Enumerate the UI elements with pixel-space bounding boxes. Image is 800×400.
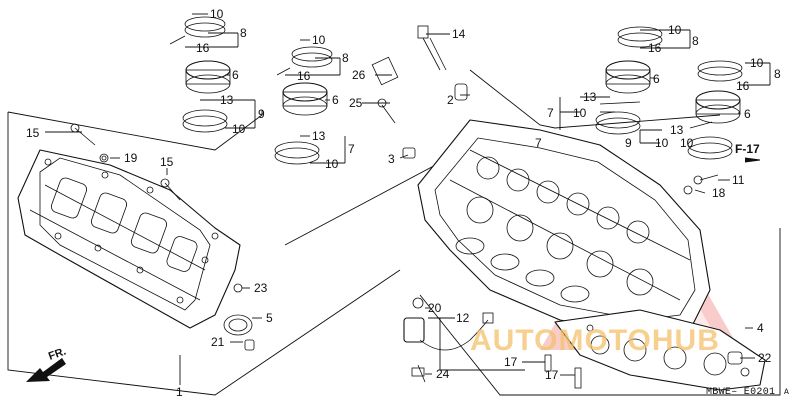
callout-16: 16 [736, 79, 750, 93]
callout-7: 7 [547, 106, 554, 120]
insulator-set-top-mid [274, 46, 333, 165]
callout-24: 24 [436, 367, 450, 381]
cylinder-head-left [17, 149, 241, 329]
callout-8: 8 [774, 67, 781, 81]
callout-21: 21 [211, 335, 225, 349]
callout-4: 4 [757, 321, 764, 335]
callout-7: 7 [535, 136, 542, 150]
callout-6: 6 [653, 72, 660, 86]
callout-17: 17 [545, 368, 559, 382]
diagram-code-suffix: A [784, 388, 789, 397]
figure-ref-f17: F-17 [735, 142, 760, 156]
watermark-text: AUTOMOTOHUB [470, 324, 720, 357]
callout-9: 9 [625, 136, 632, 150]
callout-9: 9 [258, 107, 265, 121]
head-gasket [554, 309, 766, 391]
group-outline-left-top [7, 110, 263, 151]
callout-10: 10 [325, 157, 339, 171]
callout-10: 10 [573, 106, 587, 120]
callout-numbers: 10 8 16 6 13 9 10 10 8 16 6 13 7 10 14 2… [26, 7, 781, 399]
callout-8: 8 [342, 51, 349, 65]
callout-16: 16 [648, 41, 662, 55]
callout-10: 10 [750, 56, 764, 70]
callout-8: 8 [240, 26, 247, 40]
insulator-set-top-right-b [687, 60, 743, 160]
callout-1: 1 [176, 385, 183, 399]
group-outline-right-top [469, 69, 721, 129]
insulator-set-top-left [169, 16, 231, 133]
group-outline-left [7, 112, 401, 396]
callout-23: 23 [254, 281, 268, 295]
callout-15: 15 [160, 155, 174, 169]
callout-10: 10 [312, 33, 326, 47]
cylinder-head-right [417, 119, 711, 336]
insulator-set-top-right-a [595, 26, 663, 135]
callout-3: 3 [388, 152, 395, 166]
callout-20: 20 [428, 301, 442, 315]
callout-25: 25 [349, 96, 363, 110]
callout-11: 11 [732, 173, 745, 187]
front-label: FR. [47, 345, 68, 362]
callout-13: 13 [312, 129, 326, 143]
callout-5: 5 [266, 311, 273, 325]
callout-26: 26 [352, 68, 366, 82]
callout-2: 2 [447, 93, 454, 107]
callout-10: 10 [210, 7, 224, 21]
group-outline-right [419, 228, 781, 396]
callout-8: 8 [692, 34, 699, 48]
callout-10: 10 [655, 136, 669, 150]
figure-reference: F-17 [735, 142, 761, 163]
callout-19: 19 [124, 151, 138, 165]
callout-15: 15 [26, 126, 40, 140]
callout-6: 6 [332, 93, 339, 107]
callout-6: 6 [232, 68, 239, 82]
callout-13: 13 [583, 90, 597, 104]
callout-10: 10 [232, 122, 246, 136]
callout-16: 16 [297, 69, 311, 83]
front-direction-arrow: FR. [26, 345, 68, 382]
callout-18: 18 [712, 186, 726, 200]
callout-22: 22 [758, 351, 772, 365]
callout-17: 17 [504, 355, 518, 369]
diagram-code-text: MBWE– E0201 [706, 387, 775, 398]
diagram-code: MBWE– E0201 A [706, 387, 789, 398]
callout-7: 7 [348, 142, 355, 156]
callout-10: 10 [668, 23, 682, 37]
callout-16: 16 [196, 41, 210, 55]
small-hardware [70, 25, 743, 389]
callout-13: 13 [670, 123, 684, 137]
callout-14: 14 [452, 27, 466, 41]
callout-10: 10 [680, 136, 694, 150]
leader-lines [45, 13, 771, 385]
callout-6: 6 [744, 107, 751, 121]
callout-13: 13 [220, 93, 234, 107]
callout-12: 12 [456, 311, 470, 325]
